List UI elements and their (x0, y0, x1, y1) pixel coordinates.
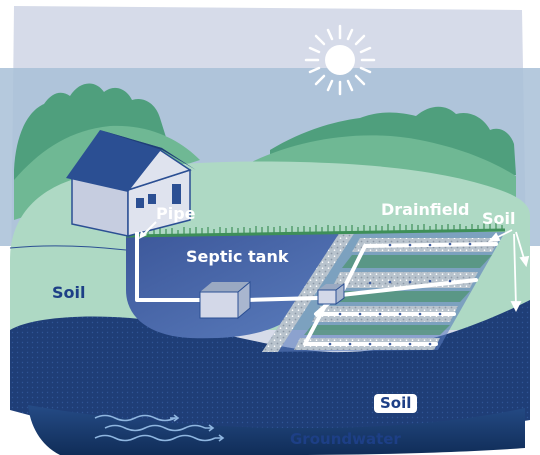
label-soil-lower: Soil (374, 394, 418, 413)
label-soil-left: Soil (52, 283, 86, 302)
gravel-strip (262, 232, 355, 352)
groundwater-layer (28, 405, 525, 455)
label-drainfield: Drainfield (381, 200, 470, 219)
label-soil-right: Soil (482, 209, 516, 228)
label-pipe: Pipe (156, 204, 196, 223)
label-groundwater: Groundwater (290, 430, 401, 448)
sun-icon (304, 24, 376, 96)
pipe-network (135, 236, 498, 346)
pipe-label-arrowhead (139, 231, 147, 239)
ground-edge-line (9, 245, 127, 251)
house-icon (66, 130, 196, 237)
septic-tank (199, 280, 251, 320)
label-septic-tank: Septic tank (186, 247, 289, 266)
water-wave-arrows (94, 414, 225, 442)
soil-arrows (487, 229, 530, 313)
pipe-perforations (328, 242, 472, 346)
distribution-box (317, 283, 345, 305)
